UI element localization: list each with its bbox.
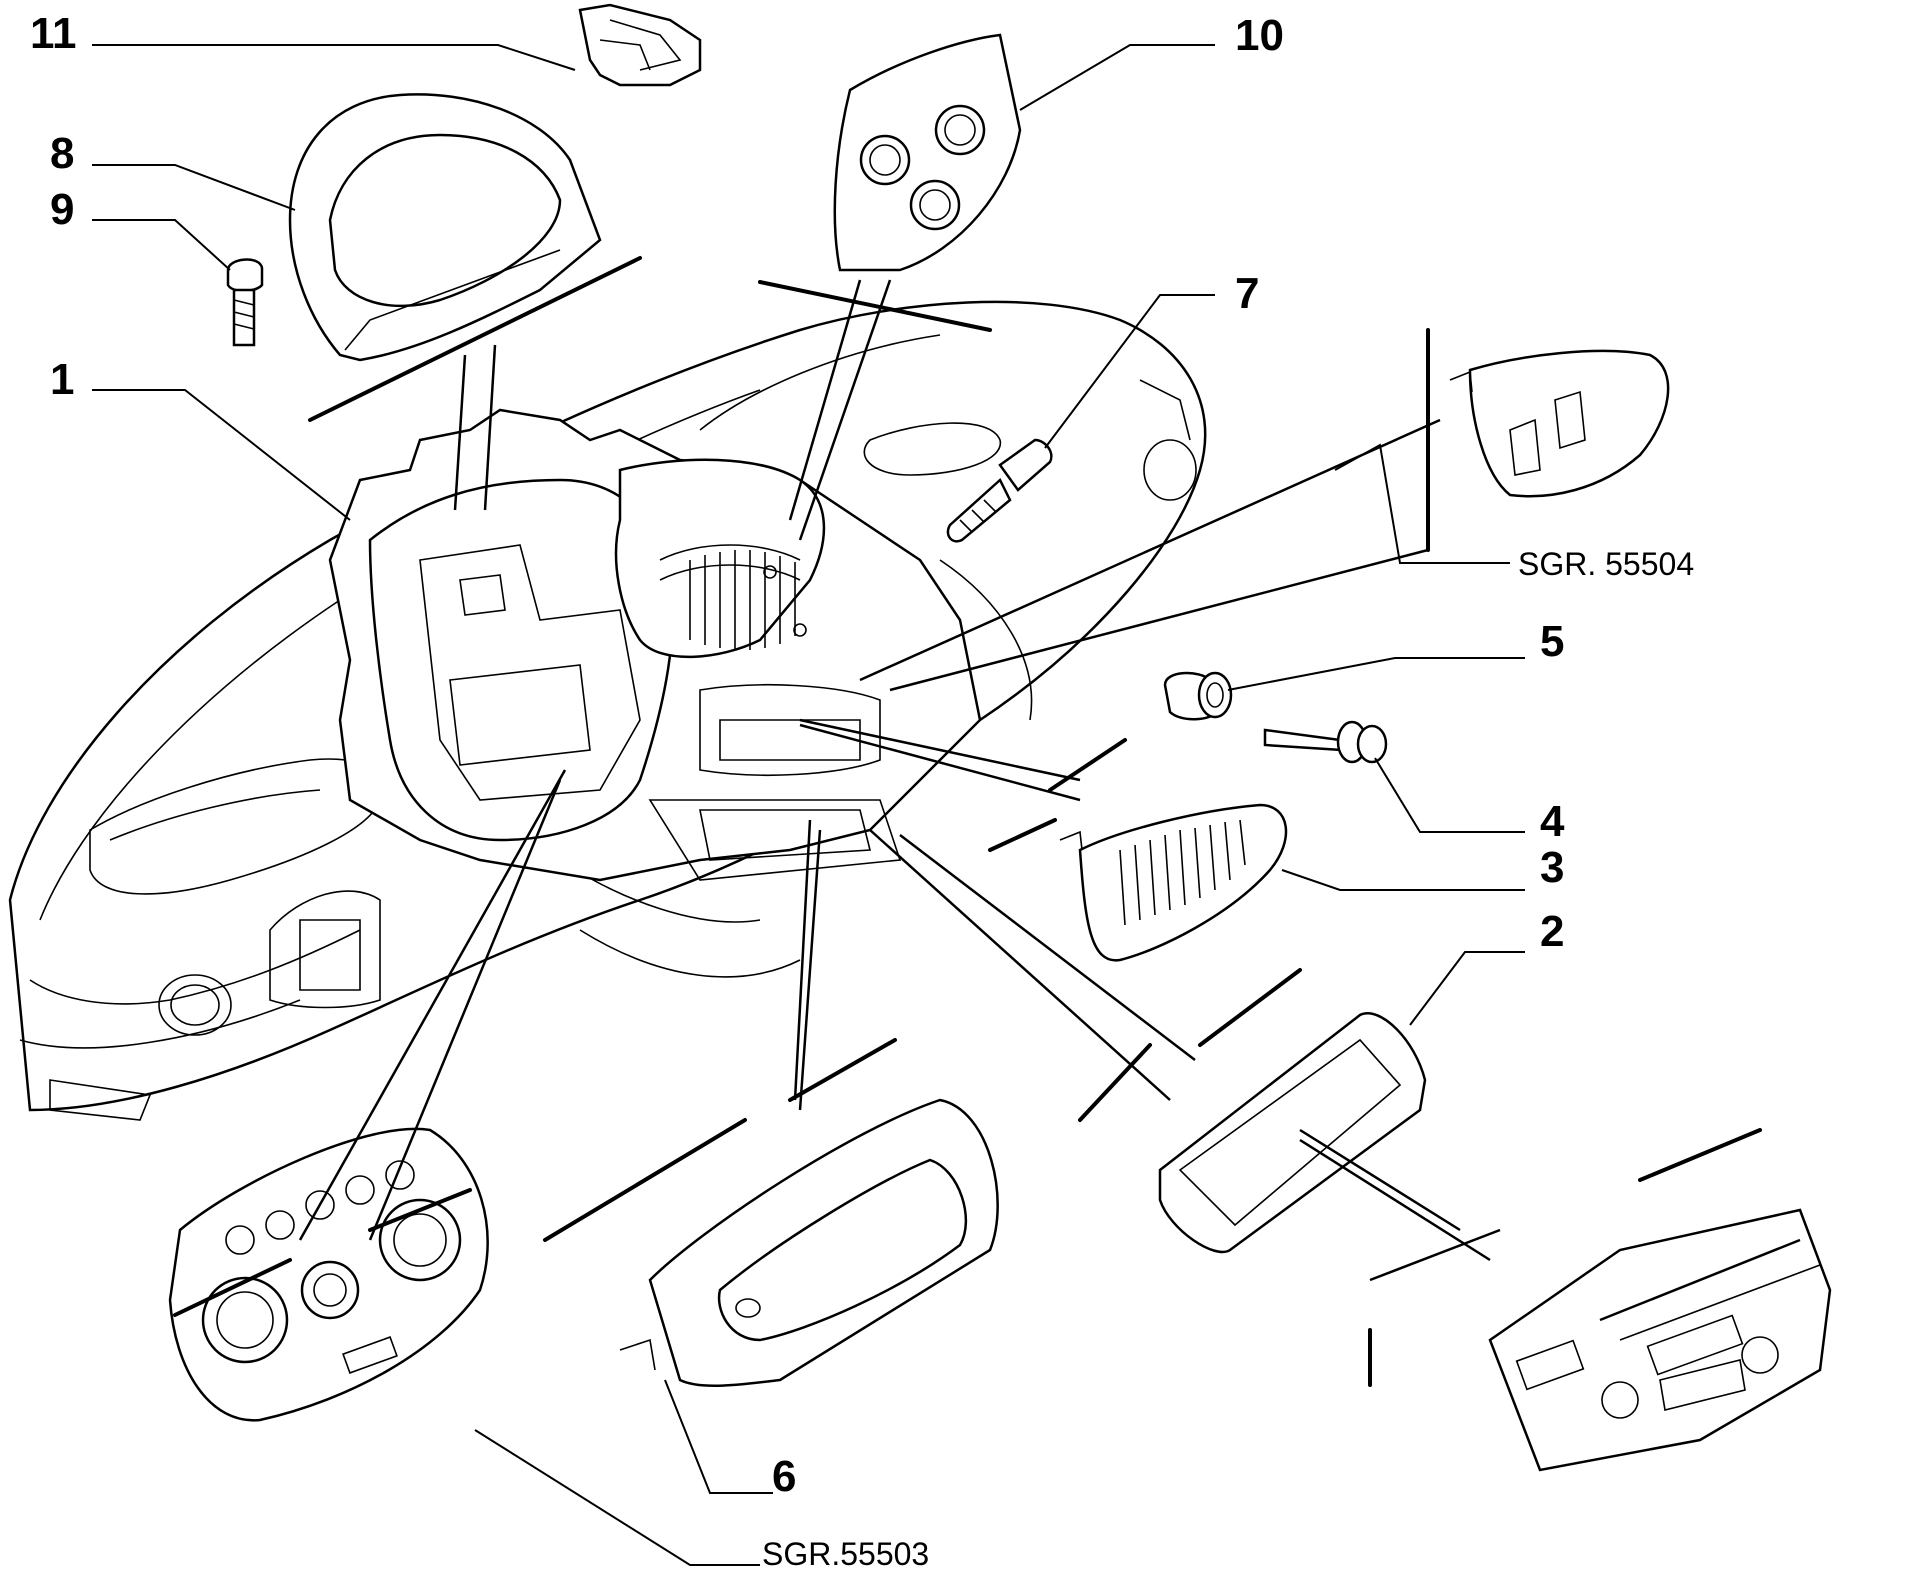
assembly-guide-lines xyxy=(173,256,1762,1387)
callout-9: 9 xyxy=(50,185,75,234)
part-5-nut-insert xyxy=(1163,671,1233,721)
part-sgr55504-switch-panel xyxy=(1449,349,1670,498)
callout-10: 10 xyxy=(1235,11,1284,60)
reference-sgr-55503: SGR.55503 xyxy=(762,1536,930,1572)
callout-2: 2 xyxy=(1540,907,1565,956)
air-vent-grille xyxy=(689,550,796,650)
reference-sgr-55504: SGR. 55504 xyxy=(1518,546,1695,582)
part-9-screw xyxy=(226,258,264,347)
callout-7: 7 xyxy=(1235,269,1260,318)
callout-5: 5 xyxy=(1540,617,1565,666)
part-7-bolt xyxy=(946,438,1053,543)
assembly-connector-lines xyxy=(298,279,1501,1282)
callout-8: 8 xyxy=(50,129,75,178)
part-2-frame xyxy=(1158,1012,1427,1254)
part-1-dashboard-module xyxy=(328,408,982,882)
callout-11: 11 xyxy=(30,9,77,58)
part-6-glovebox xyxy=(619,1098,999,1387)
part-8-instrument-hood xyxy=(288,93,602,362)
part-10-switch-panel xyxy=(833,33,1022,272)
dashboard-body xyxy=(8,300,1207,1121)
callout-6: 6 xyxy=(772,1452,797,1501)
part-4-screw xyxy=(1263,720,1388,764)
grille-slats xyxy=(1119,819,1246,926)
part-3-grille xyxy=(1059,803,1288,962)
radio-unit xyxy=(1488,1208,1832,1472)
callout-3: 3 xyxy=(1540,843,1565,892)
callout-4: 4 xyxy=(1540,797,1565,846)
leader-lines xyxy=(92,44,1525,1566)
part-sgr55503-climate-panel xyxy=(168,1127,489,1422)
callout-1: 1 xyxy=(50,355,75,404)
part-11-clip xyxy=(578,3,702,87)
